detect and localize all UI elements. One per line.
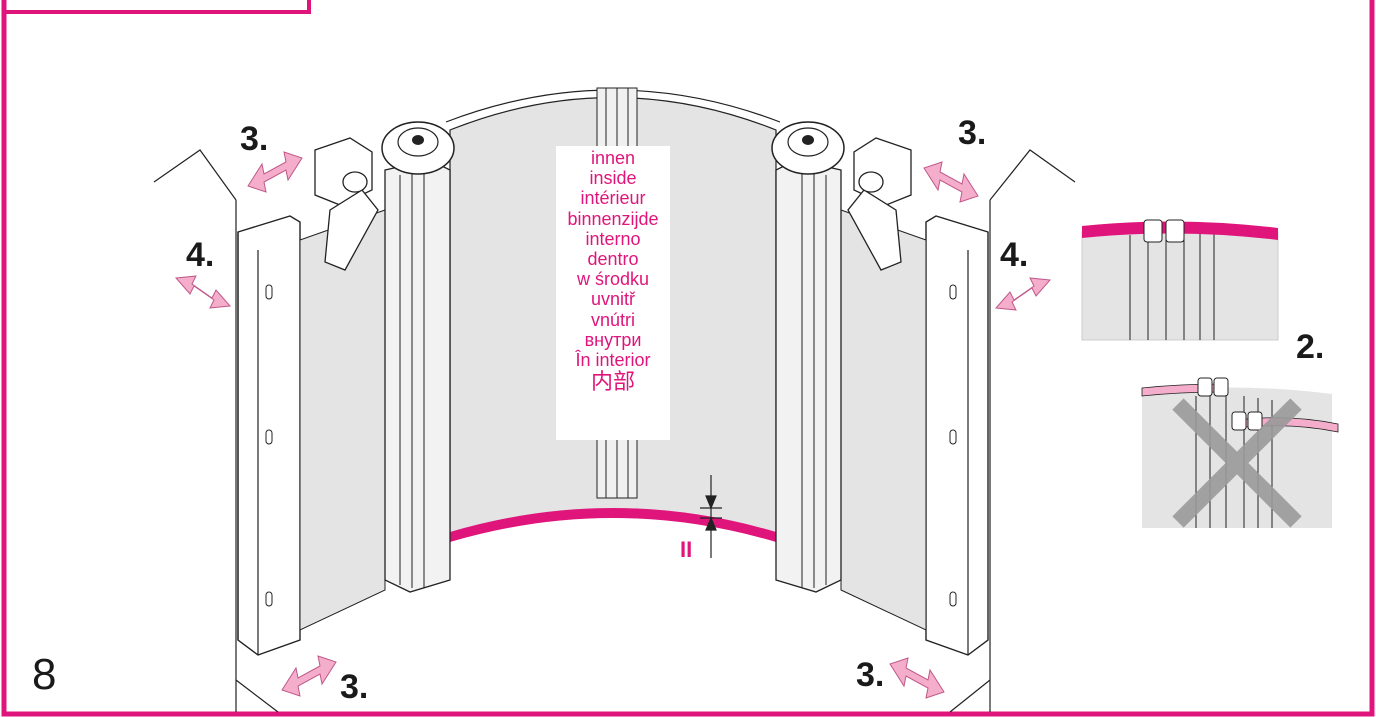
bottom-seal xyxy=(450,508,776,542)
step-label-mid-left: 4. xyxy=(186,236,215,274)
arrow-top-left xyxy=(247,151,303,193)
right-post xyxy=(771,121,845,593)
inside-label-list: innen inside intérieur binnenzijde inter… xyxy=(556,146,670,440)
step-label-top-left: 3. xyxy=(240,120,269,158)
inside-label: În interior xyxy=(575,350,651,371)
right-curtain xyxy=(840,209,927,631)
cross-icon xyxy=(1172,398,1302,528)
left-wall-lines xyxy=(153,149,279,713)
detail-incorrect xyxy=(1141,377,1339,528)
inside-label: 内部 xyxy=(590,370,635,396)
inside-label: vnútri xyxy=(590,309,635,330)
left-wall-profile xyxy=(237,215,301,656)
inside-label: innen xyxy=(590,148,636,168)
step-label-detail: 2. xyxy=(1296,328,1325,366)
right-wall-profile xyxy=(925,215,989,656)
arrow-bottom-left xyxy=(281,655,337,697)
arrow-top-right xyxy=(923,161,979,203)
step-label-mid-right: 4. xyxy=(1000,236,1029,274)
detail-correct xyxy=(1081,219,1279,341)
arrow-bottom-right xyxy=(889,657,945,699)
left-curtain xyxy=(299,209,386,631)
step-label-bottom-left: 3. xyxy=(340,668,369,706)
arrow-mid-left xyxy=(174,275,232,309)
figure-number: 8 xyxy=(32,650,57,699)
inside-label: w środku xyxy=(576,269,650,290)
left-post xyxy=(381,121,455,593)
adjust-arrows xyxy=(174,151,1052,699)
right-wall-bracket xyxy=(847,137,912,271)
step-label-bottom-right: 3. xyxy=(856,656,885,694)
inside-label: intérieur xyxy=(580,188,646,209)
gap-label: II xyxy=(680,537,693,562)
inside-label: uvnitř xyxy=(590,289,635,310)
inside-label: binnenzijde xyxy=(567,208,659,229)
left-wall-bracket xyxy=(314,137,379,271)
inside-label: inside xyxy=(589,168,637,189)
inside-label: interno xyxy=(585,228,641,249)
step-label-top-right: 3. xyxy=(958,114,987,152)
gap-marker xyxy=(700,475,722,558)
right-wall-lines xyxy=(949,149,1076,713)
header-tab xyxy=(2,0,311,14)
inside-label: dentro xyxy=(587,249,639,270)
arrow-mid-right xyxy=(994,277,1052,311)
inside-label: внутри xyxy=(584,329,642,350)
